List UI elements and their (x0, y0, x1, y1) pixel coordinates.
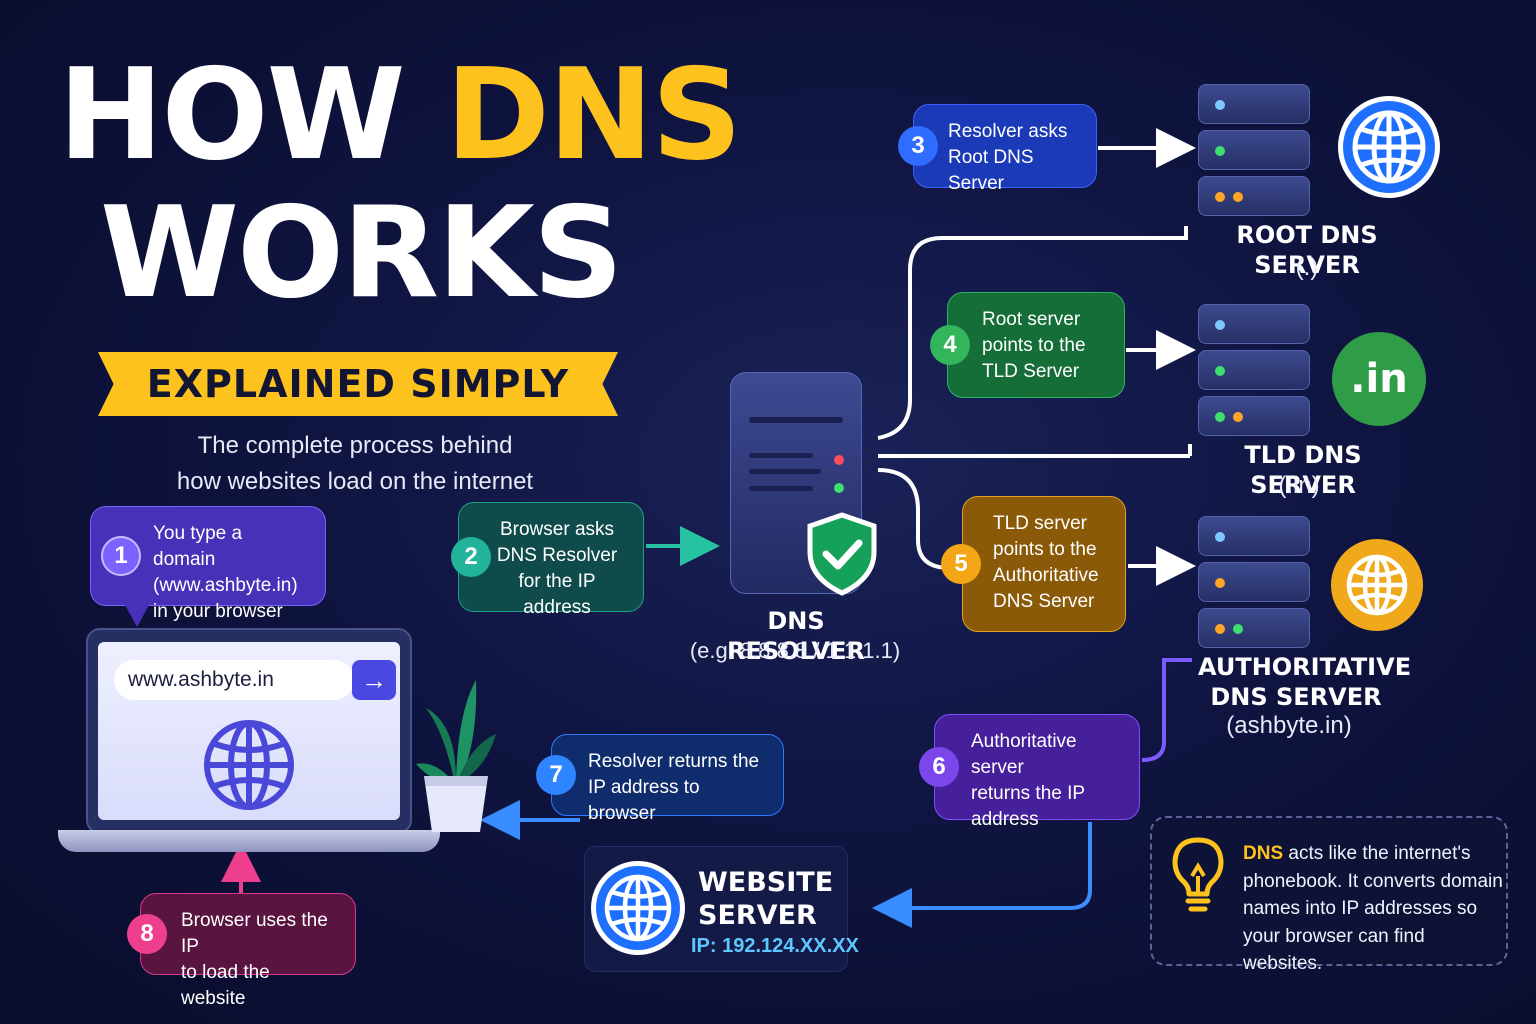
tld-server-label: TLD DNS SERVER (1244, 441, 1362, 499)
step-number: 2 (451, 537, 491, 577)
info-note-body: acts like the internet's phonebook. It c… (1243, 843, 1503, 974)
info-note-keyword: DNS (1243, 843, 1284, 864)
step-number: 3 (898, 126, 938, 166)
lightbulb-icon (1172, 837, 1224, 912)
plant-icon (416, 680, 496, 832)
laptop-base (58, 830, 440, 852)
step-5-box: 5 TLD server points to the Authoritative… (941, 496, 1126, 632)
globe-icon (1331, 539, 1423, 631)
step-number: 4 (930, 325, 970, 365)
globe-icon (204, 720, 294, 810)
authoritative-server-sub: (ashbyte.in) (1226, 712, 1352, 739)
subtitle-text: The complete process behind how websites… (176, 432, 534, 495)
resolver-label: DNS RESOLVER (727, 607, 865, 665)
title-line-1: HOW DNS (58, 52, 742, 178)
shield-check-icon (807, 512, 877, 596)
globe-icon (591, 861, 685, 955)
step-text: Resolver returns the IP address to brows… (588, 751, 760, 824)
laptop-icon: www.ashbyte.in → (86, 628, 412, 834)
step-number: 7 (536, 755, 576, 795)
step-text: Browser asks DNS Resolver for the IP add… (496, 519, 618, 618)
root-server-sub: (.) (1295, 254, 1319, 281)
step-text: Root server points to the TLD Server (982, 309, 1086, 382)
arrow-right-icon[interactable]: → (352, 660, 396, 700)
title-dns: DNS (445, 41, 742, 188)
browser-window: www.ashbyte.in → (98, 642, 400, 820)
root-server-label: ROOT DNS SERVER (1236, 221, 1378, 279)
step-text: You type a domain (www.ashbyte.in) in yo… (153, 523, 298, 622)
step-number: 6 (919, 747, 959, 787)
step-text: Resolver asks Root DNS Server (948, 121, 1068, 194)
authoritative-server-label: AUTHORITATIVE DNS SERVER (1198, 653, 1412, 711)
title-how: HOW (58, 41, 446, 188)
step-text: TLD server points to the Authoritative D… (993, 513, 1099, 612)
step-number: 1 (101, 536, 141, 576)
tld-server-icon (1198, 304, 1310, 442)
step-text: Authoritative server returns the IP addr… (971, 731, 1086, 830)
step-4-box: 4 Root server points to the TLD Server (930, 292, 1125, 398)
step-8-box: 8 Browser uses the IP to load the websit… (127, 893, 356, 1009)
step-7-box: 7 Resolver returns the IP address to bro… (536, 734, 784, 824)
resolver-sub: (e.g. 8.8.8.8 / 1.1.1.1) (689, 638, 901, 663)
step-1-box: 1 You type a domain (www.ashbyte.in) in … (90, 506, 326, 627)
title-line-2: WORKS (100, 179, 624, 326)
website-server-ip: IP: 192.124.XX.XX (691, 935, 859, 957)
url-bar[interactable]: www.ashbyte.in (114, 660, 354, 700)
step-3-box: 3 Resolver asks Root DNS Server (898, 104, 1097, 194)
tld-badge-icon: .in (1332, 332, 1426, 426)
root-server-icon (1198, 84, 1310, 222)
step-number: 8 (127, 914, 167, 954)
tld-server-sub: (.in) (1278, 472, 1320, 499)
step-text: Browser uses the IP to load the website (181, 910, 328, 1009)
subtitle-ribbon: EXPLAINED SIMPLY (98, 352, 618, 416)
step-number: 5 (941, 544, 981, 584)
info-note-text: DNS acts like the internet's phonebook. … (1243, 840, 1503, 978)
step-2-box: 2 Browser asks DNS Resolver for the IP a… (451, 502, 644, 618)
authoritative-server-icon (1198, 516, 1310, 654)
globe-icon (1338, 96, 1440, 198)
step-6-box: 6 Authoritative server returns the IP ad… (919, 714, 1140, 830)
website-server-title: WEBSITE SERVER (698, 867, 834, 931)
